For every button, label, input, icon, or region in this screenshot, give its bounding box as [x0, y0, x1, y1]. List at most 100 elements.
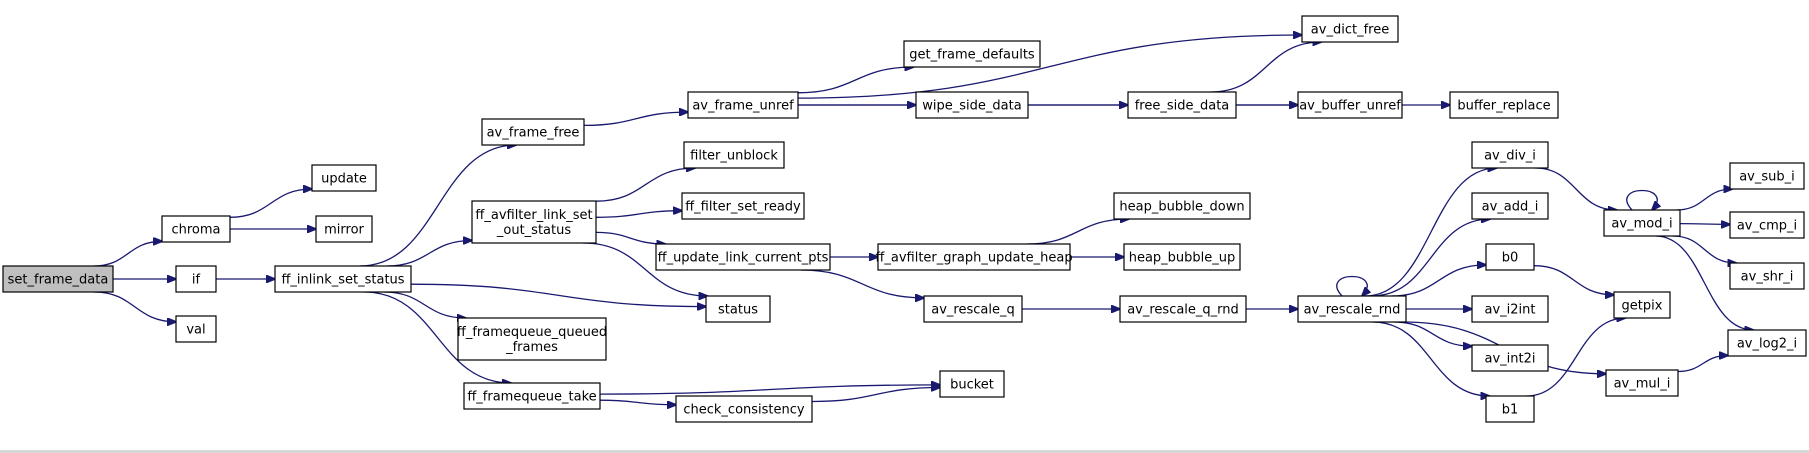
node-label: av_div_i [1484, 149, 1536, 164]
node-av-rescale-rnd[interactable]: av_rescale_rnd [1297, 295, 1407, 323]
node-box [1613, 291, 1671, 319]
node-val[interactable]: val [175, 315, 217, 343]
node-box [457, 317, 607, 361]
edge-ff-framequeue-take-to-check-consistency [599, 399, 676, 405]
node-av-shr-i[interactable]: av_shr_i [1729, 262, 1805, 290]
bottom-divider [0, 450, 1809, 453]
edge-ff-inlink-set-status-to-ff-framequeue-queued-frames [383, 291, 466, 318]
node-box [463, 382, 601, 410]
node-label: _out_status [496, 223, 571, 238]
node-status[interactable]: status [705, 295, 771, 323]
node-av-dict-free[interactable]: av_dict_free [1301, 15, 1399, 43]
node-box [939, 370, 1005, 398]
edge-av-rescale-rnd-to-av-add-i [1371, 219, 1490, 297]
node-ff-update-link-current-pts[interactable]: ff_update_link_current_pts [655, 243, 831, 271]
node-av-add-i[interactable]: av_add_i [1471, 192, 1549, 220]
node-filter-unblock[interactable]: filter_unblock [683, 141, 785, 169]
edge-av-frame-unref-to-get-frame-defaults [797, 67, 914, 94]
node-av-rescale-q[interactable]: av_rescale_q [923, 295, 1023, 323]
node-av-cmp-i[interactable]: av_cmp_i [1729, 211, 1805, 239]
node-label: b0 [1502, 251, 1519, 266]
node-box [1113, 192, 1251, 220]
node-box [877, 243, 1071, 271]
node-bucket[interactable]: bucket [939, 370, 1005, 398]
node-label: av_int2i [1485, 352, 1536, 367]
node-if[interactable]: if [175, 265, 217, 293]
node-set-frame-data[interactable]: set_frame_data [2, 265, 114, 293]
node-av-sub-i[interactable]: av_sub_i [1729, 162, 1805, 190]
node-getpix[interactable]: getpix [1613, 291, 1671, 319]
node-wipe-side-data[interactable]: wipe_side_data [915, 91, 1029, 119]
node-box [1605, 369, 1679, 397]
node-av-mod-i[interactable]: av_mod_i [1603, 209, 1681, 237]
node-box [915, 91, 1029, 119]
edge-av-mod-i-to-av-cmp-i [1679, 224, 1730, 225]
node-av-frame-free[interactable]: av_frame_free [481, 118, 585, 146]
node-ff-avfilter-graph-update-heap[interactable]: ff_avfilter_graph_update_heap [875, 243, 1073, 271]
node-b1[interactable]: b1 [1485, 395, 1535, 423]
edge-av-rescale-rnd-to-av-rescale-rnd [1336, 275, 1367, 297]
node-chroma[interactable]: chroma [161, 215, 231, 243]
node-label: update [321, 172, 367, 187]
node-label: av_frame_unref [692, 99, 794, 114]
node-ff-filter-set-ready[interactable]: ff_filter_set_ready [681, 192, 805, 220]
node-av-int2i[interactable]: av_int2i [1471, 344, 1549, 372]
node-b0[interactable]: b0 [1485, 243, 1535, 271]
node-av-mul-i[interactable]: av_mul_i [1605, 369, 1679, 397]
node-box [705, 295, 771, 323]
node-heap-bubble-down[interactable]: heap_bubble_down [1113, 192, 1251, 220]
node-label: ff_update_link_current_pts [658, 251, 829, 266]
node-label: av_i2int [1485, 303, 1536, 318]
node-box [681, 192, 805, 220]
node-box [1471, 141, 1549, 169]
node-update[interactable]: update [311, 164, 377, 192]
node-label: set_frame_data [8, 273, 109, 288]
node-label: ff_avfilter_graph_update_heap [875, 251, 1072, 266]
node-free-side-data[interactable]: free_side_data [1127, 91, 1237, 119]
edge-free-side-data-to-av-dict-free [1210, 42, 1322, 93]
node-label: ff_avfilter_link_set [475, 208, 592, 223]
node-box [1471, 344, 1549, 372]
node-check-consistency[interactable]: check_consistency [675, 395, 813, 423]
node-ff-framequeue-queued-frames[interactable]: ff_framequeue_queued_frames [457, 317, 607, 361]
edge-b1-to-getpix [1526, 318, 1626, 397]
node-box [1297, 91, 1403, 119]
node-label: getpix [1622, 299, 1663, 314]
node-label: heap_bubble_up [1129, 251, 1236, 266]
node-ff-inlink-set-status[interactable]: ff_inlink_set_status [274, 265, 412, 293]
edge-set-frame-data-to-val [93, 291, 176, 322]
node-heap-bubble-up[interactable]: heap_bubble_up [1123, 243, 1241, 271]
node-box [274, 265, 412, 293]
edge-ff-avfilter-link-set-out-status-to-filter-unblock [595, 168, 695, 202]
node-label: ff_inlink_set_status [281, 273, 404, 288]
node-av-rescale-q-rnd[interactable]: av_rescale_q_rnd [1119, 295, 1247, 323]
node-box [311, 164, 377, 192]
edge-av-rescale-rnd-to-av-int2i [1393, 321, 1472, 346]
node-av-div-i[interactable]: av_div_i [1471, 141, 1549, 169]
edge-b0-to-getpix [1533, 265, 1614, 295]
node-label: av_cmp_i [1737, 219, 1797, 234]
node-ff-avfilter-link-set-out-status[interactable]: ff_avfilter_link_set_out_status [471, 200, 597, 244]
node-av-frame-unref[interactable]: av_frame_unref [687, 91, 799, 119]
edge-set-frame-data-to-chroma [93, 241, 162, 267]
edge-av-div-i-to-av-mod-i [1535, 167, 1617, 210]
node-box [175, 265, 217, 293]
node-label: ff_framequeue_queued [457, 325, 607, 340]
node-box [1603, 209, 1681, 237]
node-av-buffer-unref[interactable]: av_buffer_unref [1297, 91, 1403, 119]
node-av-log2-i[interactable]: av_log2_i [1727, 329, 1807, 357]
node-label: av_rescale_q_rnd [1127, 303, 1239, 318]
node-label: av_mod_i [1611, 217, 1672, 232]
node-label: bucket [950, 378, 994, 393]
edge-av-mod-i-to-av-sub-i [1676, 189, 1733, 211]
node-label: _frames [505, 340, 558, 355]
node-av-i2int[interactable]: av_i2int [1471, 295, 1549, 323]
node-label: wipe_side_data [922, 99, 1021, 114]
node-ff-framequeue-take[interactable]: ff_framequeue_take [463, 382, 601, 410]
node-buffer-replace[interactable]: buffer_replace [1449, 91, 1559, 119]
node-label: b1 [1502, 403, 1519, 418]
node-mirror[interactable]: mirror [315, 215, 373, 243]
node-get-frame-defaults[interactable]: get_frame_defaults [903, 40, 1041, 68]
node-box [481, 118, 585, 146]
nodes-layer: set_frame_data chroma if val update mirror ff_… [2, 15, 1807, 423]
